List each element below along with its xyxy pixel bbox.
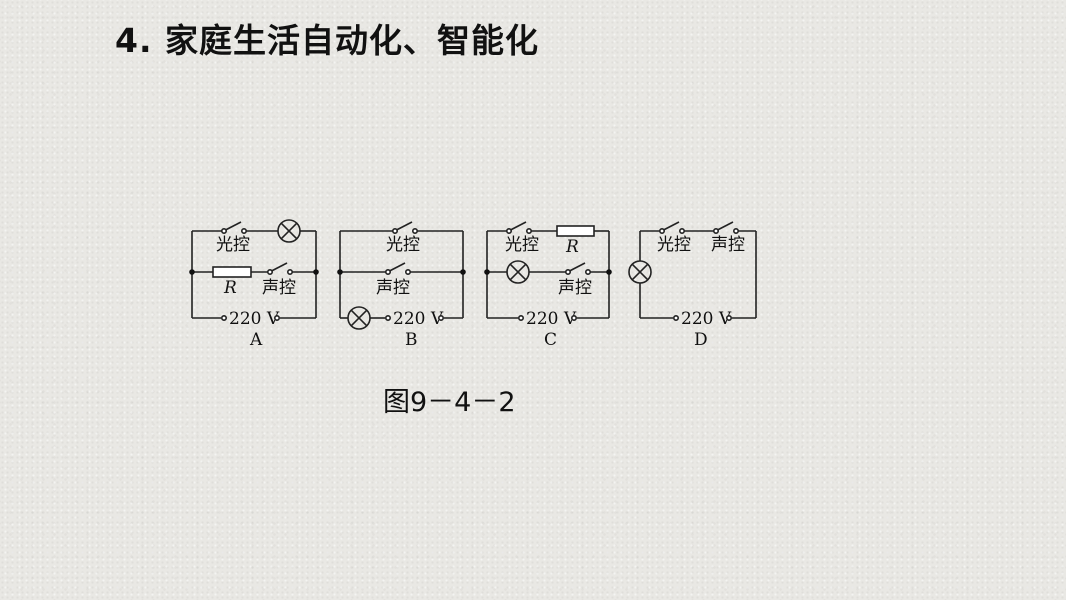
- voltage-label: 220 V: [526, 309, 577, 329]
- sound-switch-icon: [564, 262, 592, 276]
- light-control-label: 光控: [505, 235, 539, 255]
- figure-caption: 图9－4－2: [383, 387, 516, 418]
- sound-control-label: 声控: [376, 278, 410, 298]
- voltage-label: 220 V: [681, 309, 732, 329]
- circuit-label: B: [405, 330, 418, 350]
- circuit-b: 光控 声控 220 V B: [337, 221, 466, 350]
- circuit-c: 光控 R 声控 220 V C: [484, 221, 612, 350]
- sound-control-label: 声控: [711, 235, 745, 255]
- light-switch-icon: [221, 221, 247, 234]
- lamp-icon: [347, 306, 371, 330]
- light-switch-icon: [505, 221, 533, 234]
- sound-switch-icon: [266, 262, 294, 276]
- circuit-a: 光控 R 声控 220 V A: [189, 219, 319, 350]
- light-switch-icon: [391, 221, 419, 234]
- circuit-d: 光控 声控 220 V D: [628, 221, 757, 350]
- sound-control-label: 声控: [262, 278, 296, 298]
- sound-switch-icon: [384, 262, 412, 276]
- resistor-label: R: [565, 237, 579, 257]
- circuit-label: C: [544, 330, 557, 350]
- resistor-label: R: [223, 278, 237, 298]
- circuit-label: A: [249, 330, 263, 350]
- light-control-label: 光控: [657, 235, 691, 255]
- slide-title: 4. 家庭生活自动化、智能化: [115, 21, 539, 60]
- lamp-icon: [628, 260, 652, 284]
- voltage-label: 220 V: [229, 309, 280, 329]
- circuit-label: D: [694, 330, 708, 350]
- light-control-label: 光控: [386, 235, 420, 255]
- resistor-icon: [556, 225, 595, 237]
- light-control-label: 光控: [216, 235, 250, 255]
- sound-switch-icon: [712, 221, 740, 234]
- lamp-icon: [277, 219, 301, 243]
- lamp-icon: [506, 260, 530, 284]
- voltage-label: 220 V: [393, 309, 444, 329]
- light-switch-icon: [658, 221, 686, 234]
- sound-control-label: 声控: [558, 278, 592, 298]
- resistor-icon: [212, 266, 252, 278]
